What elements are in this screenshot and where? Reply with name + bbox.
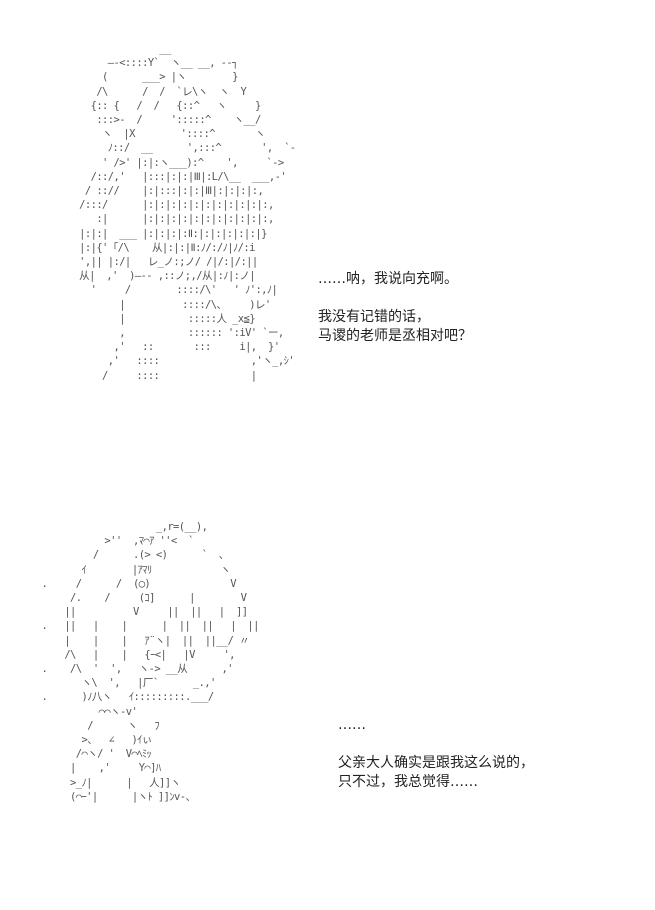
dialogue-line: 马谡的老师是丞相对吧？ (318, 328, 472, 344)
dialogue-line: 我没有记错的话， (318, 309, 430, 325)
spacer (338, 735, 534, 754)
dialogue-line: …… (338, 717, 366, 733)
dialogue-line: 只不过，我总觉得…… (338, 774, 478, 790)
spacer (318, 289, 472, 308)
dialogue-line: 父亲大人确实是跟我这么说的， (338, 755, 534, 771)
ascii-art-character-1: __ ―-<::::Y` ヽ__ __, --┐ ( ___> |ヽ } /\ … (79, 43, 296, 382)
dialogue-line: ……呐，我说向充啊。 (318, 271, 458, 287)
dialogue-block-2: …… 父亲大人确实是跟我这么说的， 只不过，我总觉得…… (338, 716, 534, 792)
dialogue-block-1: ……呐，我说向充啊。 我没有记错的话， 马谡的老师是丞相对吧？ (318, 270, 472, 346)
ascii-art-character-2: _,r=(__), >'' ,ﾏ⌒ｱ ''< ` / .(> <) ` 、 ｲ … (41, 521, 259, 803)
